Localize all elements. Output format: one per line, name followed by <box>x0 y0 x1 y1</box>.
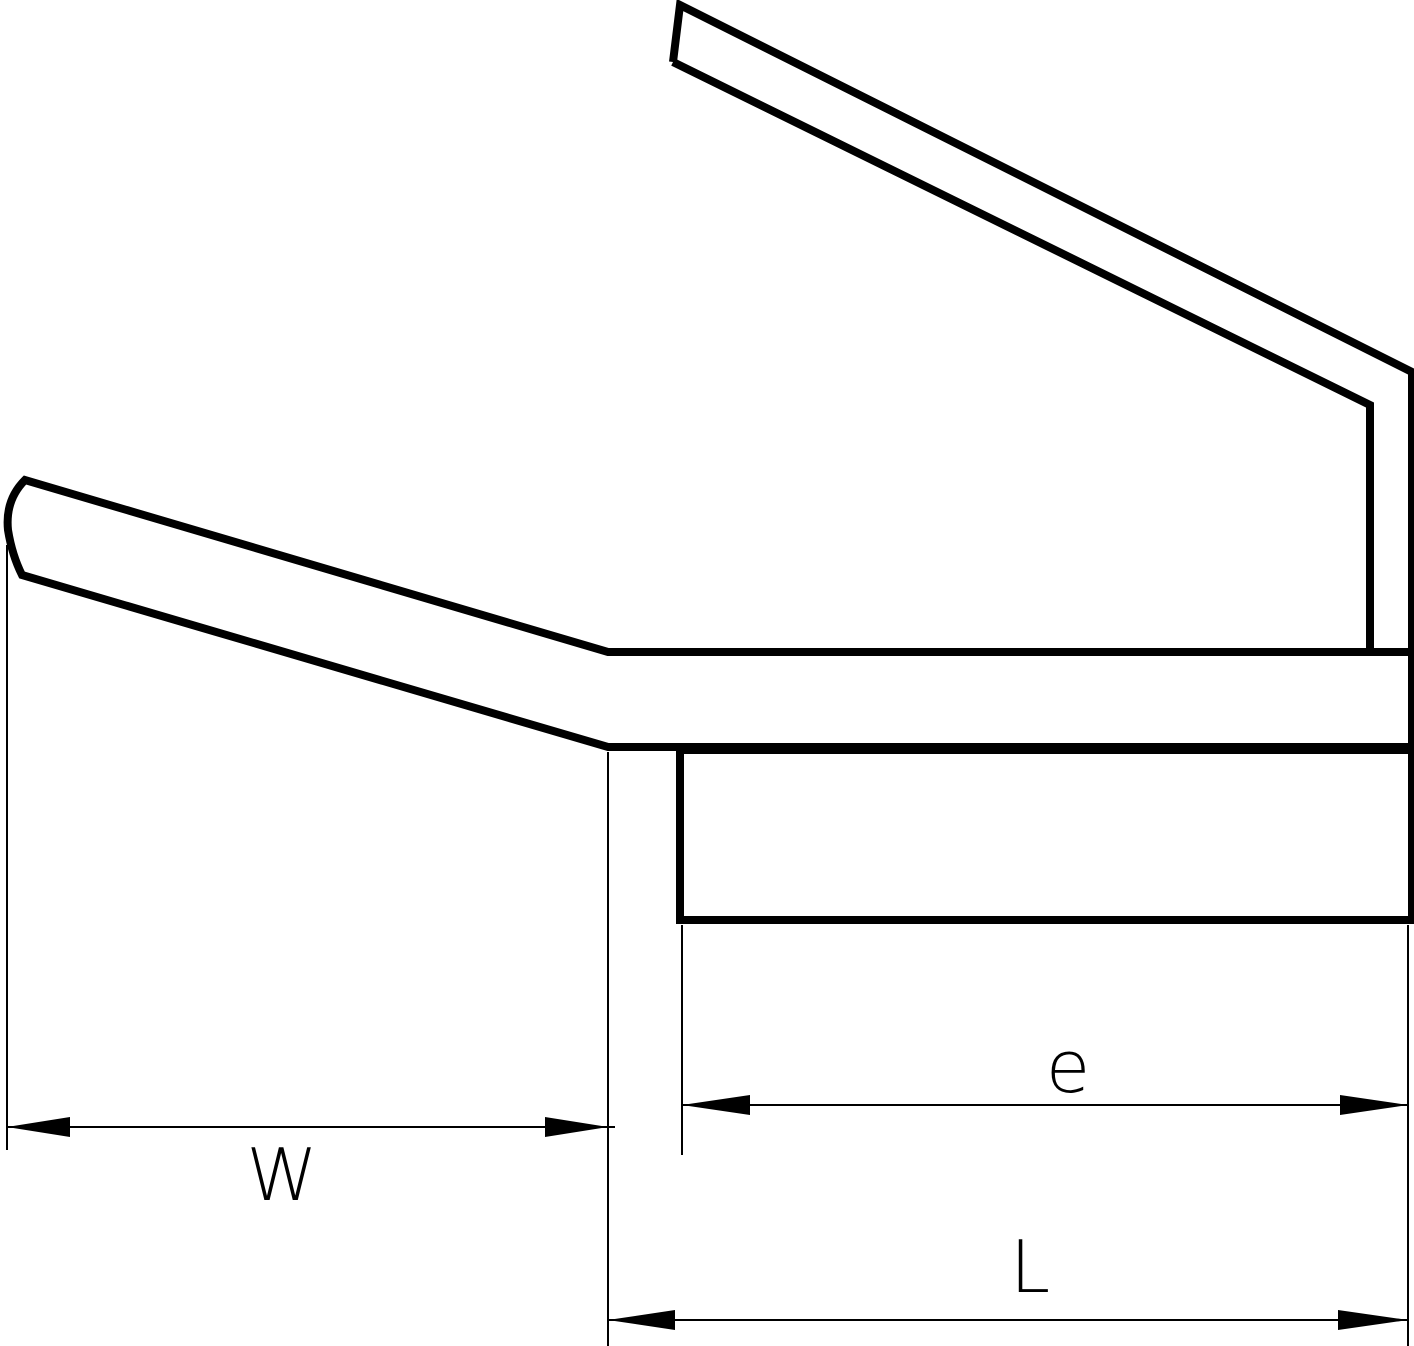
dimension-l: L <box>608 1225 1408 1330</box>
width-label: W <box>246 1133 317 1217</box>
arrowhead-icon <box>1340 1095 1408 1115</box>
arrowhead-icon <box>1338 1310 1408 1330</box>
dimension-e: e <box>682 1025 1408 1115</box>
dimension-w: W <box>7 1117 615 1217</box>
arrowhead-icon <box>608 1310 675 1330</box>
lower-hook-arm <box>3 475 1412 751</box>
arrowhead-icon <box>7 1117 70 1137</box>
upper-hook-arm <box>669 0 1414 920</box>
e-label: e <box>1046 1025 1090 1109</box>
extension-lines <box>6 545 1409 1346</box>
length-label: L <box>1010 1225 1050 1309</box>
mounting-base <box>676 746 1414 924</box>
arrowhead-icon <box>682 1095 750 1115</box>
arrowhead-icon <box>545 1117 608 1137</box>
